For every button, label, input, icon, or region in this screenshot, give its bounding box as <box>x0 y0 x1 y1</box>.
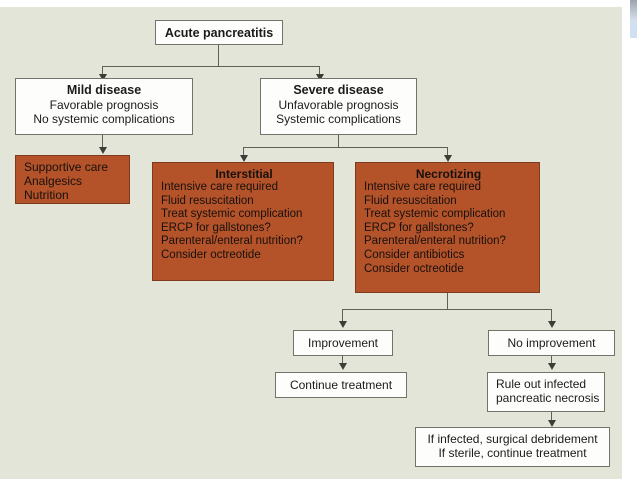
node-acute-pancreatitis[interactable]: Acute pancreatitis <box>155 20 283 45</box>
node-interstitial-line-2: Fluid resuscitation <box>161 194 254 207</box>
node-interstitial-line-1: Intensive care required <box>161 181 278 194</box>
node-improvement-label: Improvement <box>307 335 379 350</box>
node-severe-disease-title: Severe disease <box>293 83 384 97</box>
node-no-improvement-label: No improvement <box>507 335 596 350</box>
node-necrotizing-title: Necrotizing <box>415 167 482 181</box>
node-rule-out-infected-necrosis[interactable]: Rule out infected pancreatic necrosis <box>487 372 605 412</box>
node-acute-pancreatitis-title: Acute pancreatitis <box>164 25 274 40</box>
connector-noimprovement-to-ruleout <box>551 356 552 365</box>
node-rule-out-line-2: pancreatic necrosis <box>496 391 600 406</box>
node-mild-disease[interactable]: Mild disease Favorable prognosis No syst… <box>15 78 193 135</box>
connector-to-no-improvement <box>551 309 552 322</box>
node-continue-treatment[interactable]: Continue treatment <box>275 372 407 398</box>
node-interstitial-line-5: Parenteral/enteral nutrition? <box>161 235 303 248</box>
arrowhead-to-improvement <box>339 321 347 328</box>
top-white-margin <box>0 0 622 7</box>
connector-root-stem <box>218 45 219 67</box>
node-interstitial-line-3: Treat systemic complication <box>161 208 303 221</box>
scrollbar-track[interactable] <box>630 0 638 479</box>
node-necrotizing-line-4: ERCP for gallstones? <box>364 221 474 234</box>
node-necrotizing-line-2: Fluid resuscitation <box>364 194 457 207</box>
arrowhead-to-interstitial <box>240 155 248 162</box>
arrowhead-to-outcome <box>548 420 556 427</box>
node-severe-disease[interactable]: Severe disease Unfavorable prognosis Sys… <box>260 78 417 135</box>
arrowhead-to-rule-out <box>548 363 556 370</box>
node-mild-disease-line-1: Favorable prognosis <box>49 97 159 112</box>
arrowhead-to-mild <box>99 74 107 81</box>
node-continue-treatment-label: Continue treatment <box>289 377 393 392</box>
node-final-outcome-line-2: If sterile, continue treatment <box>438 446 587 461</box>
node-supportive-care-line-2: Analgesics <box>24 174 83 189</box>
node-necrotizing-line-1: Intensive care required <box>364 181 481 194</box>
node-severe-disease-line-2: Systemic complications <box>276 111 401 126</box>
arrowhead-to-supportive <box>99 147 107 154</box>
node-supportive-care-line-3: Nutrition <box>24 188 69 203</box>
node-no-improvement[interactable]: No improvement <box>488 330 615 356</box>
node-severe-disease-line-1: Unfavorable prognosis <box>278 97 399 112</box>
node-necrotizing-line-3: Treat systemic complication <box>364 208 506 221</box>
connector-root-to-mild <box>102 66 103 76</box>
node-mild-disease-title: Mild disease <box>66 83 142 97</box>
node-necrotizing-line-7: Consider octreotide <box>364 262 464 275</box>
connector-root-to-severe <box>319 66 320 76</box>
node-improvement[interactable]: Improvement <box>293 330 393 356</box>
scrollbar-thumb[interactable] <box>630 0 637 22</box>
arrowhead-to-no-improvement <box>548 321 556 328</box>
node-rule-out-line-1: Rule out infected <box>496 377 587 391</box>
node-interstitial-title: Interstitial <box>215 167 273 181</box>
arrowhead-to-severe <box>316 74 324 81</box>
node-necrotizing-line-6: Consider antibiotics <box>364 248 465 261</box>
node-final-outcome-line-1: If infected, surgical debridement <box>427 432 598 446</box>
connector-root-split-bar <box>102 66 320 67</box>
node-mild-disease-line-2: No systemic complications <box>33 111 175 126</box>
node-interstitial-line-6: Consider octreotide <box>161 248 261 261</box>
connector-mild-to-supportive <box>102 135 103 149</box>
arrowhead-to-necrotizing <box>444 155 452 162</box>
arrowhead-to-continue-treatment <box>339 363 347 370</box>
connector-necrotizing-stem <box>447 293 448 310</box>
connector-severe-stem <box>338 135 339 148</box>
connector-outcome-split-bar <box>342 309 552 310</box>
connector-ruleout-to-outcome <box>551 412 552 423</box>
connector-severe-to-interstitial <box>243 147 244 157</box>
node-necrotizing-line-5: Parenteral/enteral nutrition? <box>364 235 506 248</box>
node-supportive-care-line-1: Supportive care <box>24 160 109 174</box>
node-final-outcome[interactable]: If infected, surgical debridement If ste… <box>415 427 610 467</box>
node-necrotizing[interactable]: Necrotizing Intensive care required Flui… <box>355 162 540 293</box>
scrollbar-thumb-tail[interactable] <box>630 22 637 38</box>
node-interstitial[interactable]: Interstitial Intensive care required Flu… <box>152 162 334 281</box>
connector-improvement-to-continue <box>342 356 343 365</box>
node-interstitial-line-4: ERCP for gallstones? <box>161 221 271 234</box>
node-supportive-care[interactable]: Supportive care Analgesics Nutrition <box>15 155 130 204</box>
connector-to-improvement <box>342 309 343 322</box>
connector-severe-to-necrotizing <box>447 147 448 157</box>
connector-severe-split-bar <box>243 147 448 148</box>
